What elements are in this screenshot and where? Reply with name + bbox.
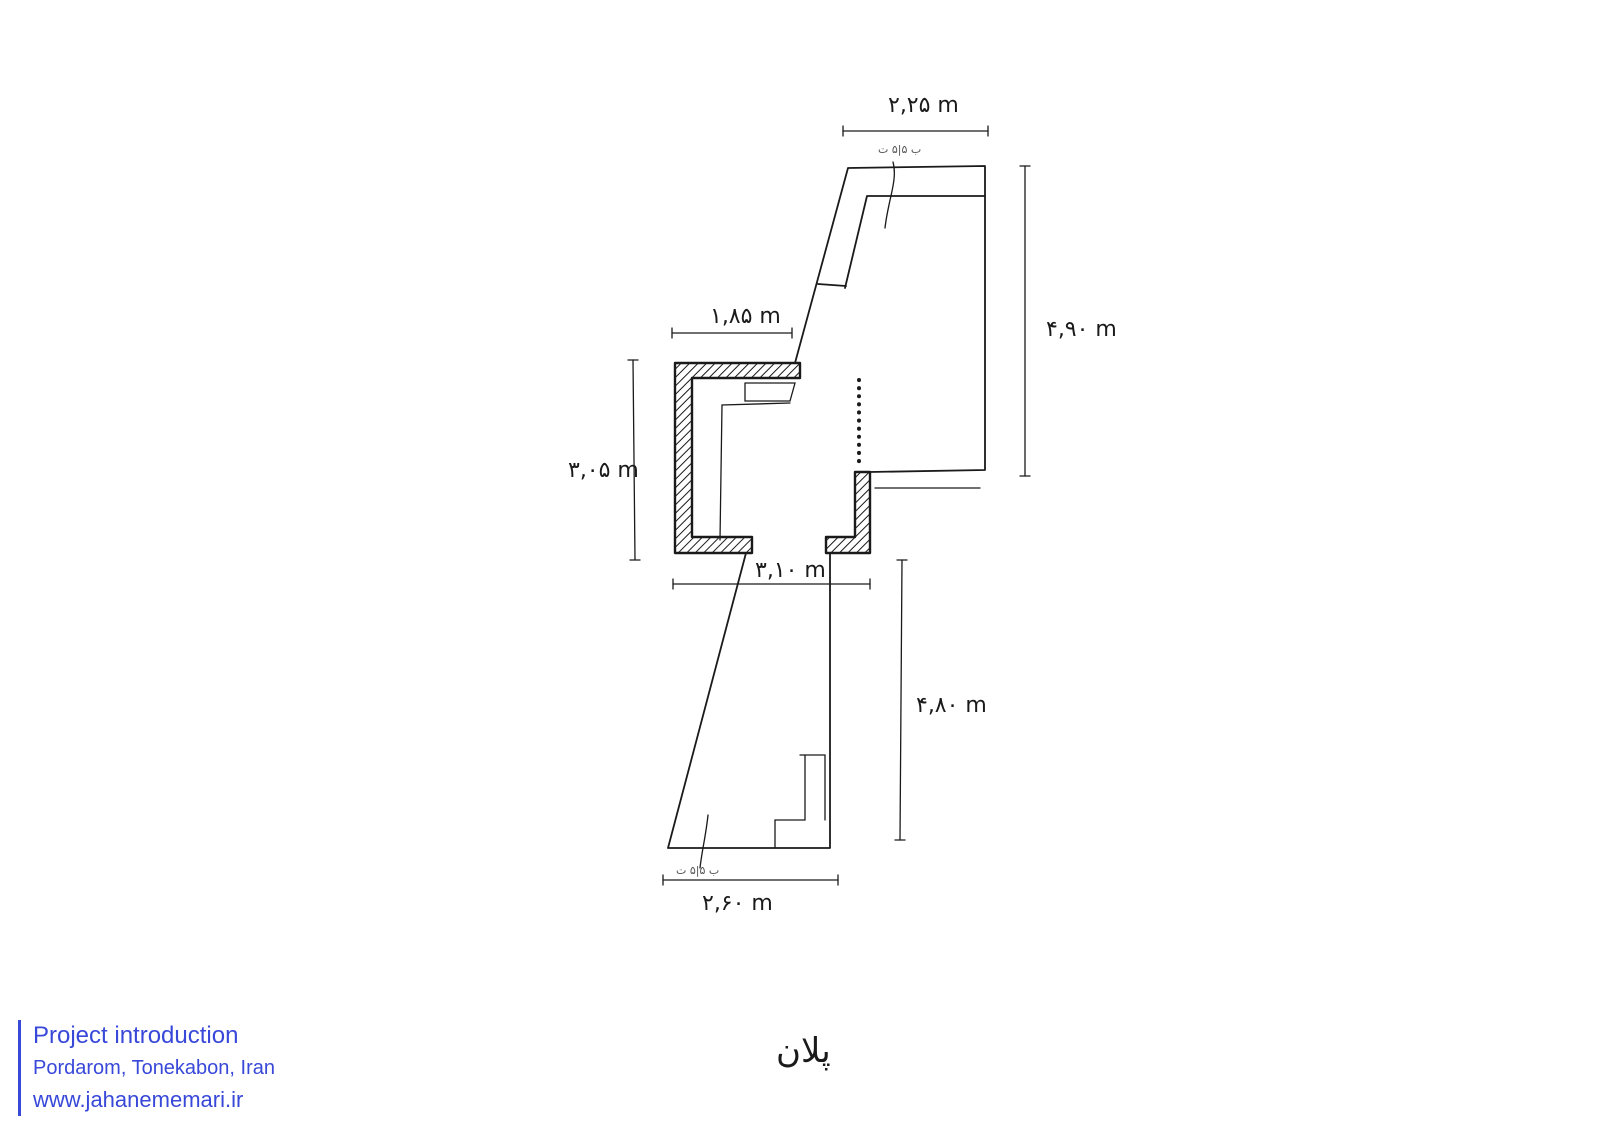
upper-room — [794, 161, 986, 489]
dim-bottom-height: ۴,۸۰ m — [916, 693, 987, 718]
bottom-note: ب ۵|۵ ت — [676, 864, 719, 877]
dim-bottom-width: ۲,۶۰ m — [702, 891, 773, 916]
dim-top-width: ۲,۲۵ m — [888, 93, 959, 118]
dim-mid-height: ۳,۰۵ m — [568, 458, 639, 483]
top-note: ب ۵|۵ ت — [878, 143, 921, 156]
footer: Project introduction Pordarom, Tonekabon… — [18, 1020, 275, 1116]
footer-website[interactable]: www.jahanememari.ir — [33, 1087, 244, 1112]
lower-room — [667, 552, 831, 869]
footer-title: Project introduction — [33, 1022, 239, 1049]
middle-room — [673, 361, 872, 555]
footer-location: Pordarom, Tonekabon, Iran — [33, 1057, 276, 1079]
dim-mid-width: ۳,۱۰ m — [755, 558, 826, 583]
dim-top-height: ۴,۹۰ m — [1046, 317, 1117, 342]
dim-mid-top-width: ۱,۸۵ m — [710, 304, 781, 329]
right-wall — [824, 470, 872, 555]
left-wall — [673, 361, 802, 555]
dimension-lines — [627, 125, 1031, 886]
plan-title: پلان — [776, 1031, 831, 1071]
